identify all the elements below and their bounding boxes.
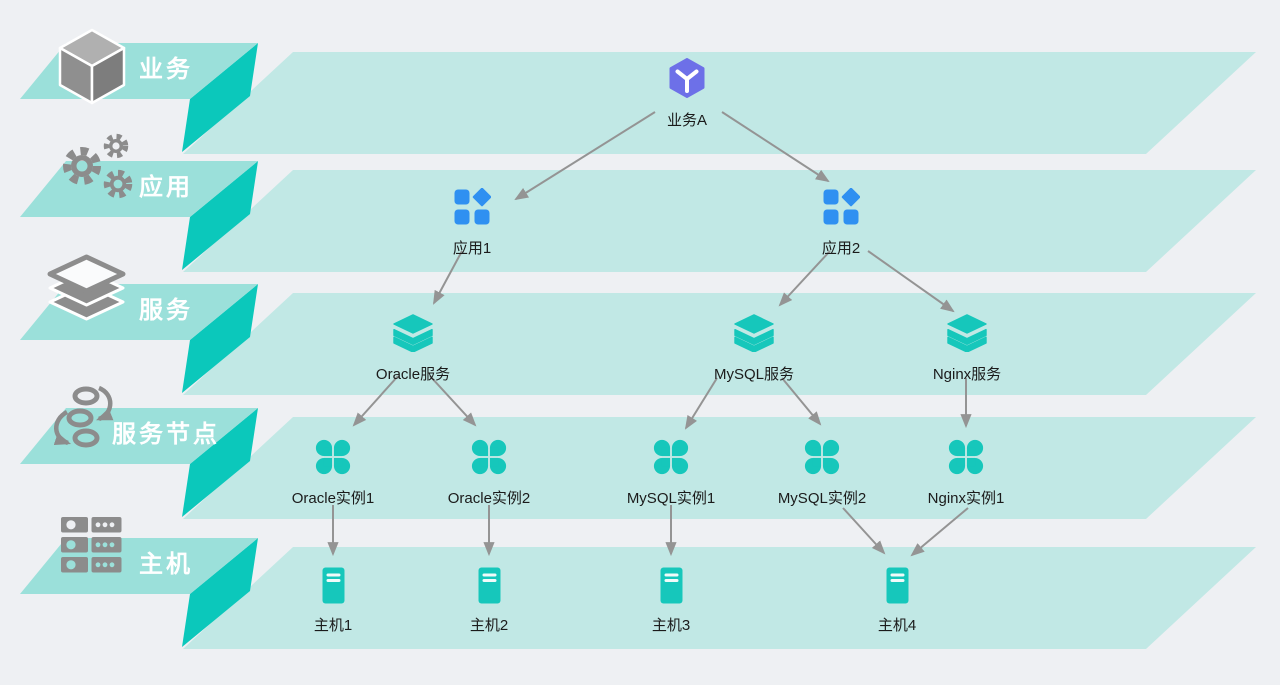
gears-icon [63,133,133,199]
node-label: 业务A [666,112,707,129]
edge-inst-mysql-2-host-4 [842,507,886,555]
server-rack-icon [61,517,122,573]
stack-icon [733,314,775,352]
node-host-3[interactable]: 主机3 [601,567,741,635]
node-host-1[interactable]: 主机1 [263,567,403,635]
node-label: MySQL实例2 [777,490,867,507]
app-grid-icon [822,188,860,226]
stack-icon [392,314,434,352]
clover-icon [314,438,352,476]
node-host-2[interactable]: 主机2 [419,567,559,635]
node-svc-mysql[interactable]: MySQL服务 [684,314,824,384]
layer-band-service-node [20,408,1256,519]
node-label: 主机2 [469,617,509,634]
node-inst-mysql-1[interactable]: MySQL实例1 [601,438,741,508]
node-label: 应用2 [821,240,861,257]
edge-app-2-svc-mysql [778,250,831,307]
node-label: 主机1 [313,617,353,634]
edge-inst-nginx-1-host-4 [910,507,969,557]
edge-svc-oracle-inst-oracle-1 [352,375,399,427]
tower-server-icon [478,567,501,604]
cube-icon [58,28,126,105]
tower-server-icon [660,567,683,604]
edge-svc-oracle-inst-oracle-2 [429,375,477,427]
node-label: Oracle实例1 [291,490,375,507]
node-label: Nginx服务 [932,366,1002,383]
workflow-icon [53,385,114,448]
edge-biz-a-app-2 [721,111,830,183]
tower-server-icon [322,567,345,604]
layers-icon [47,254,126,321]
node-svc-nginx[interactable]: Nginx服务 [897,314,1037,384]
edge-svc-mysql-inst-mysql-1 [684,377,718,430]
node-inst-nginx-1[interactable]: Nginx实例1 [896,438,1036,508]
clover-icon [947,438,985,476]
node-label: MySQL服务 [713,366,794,383]
clover-icon [652,438,690,476]
node-label: 主机3 [651,617,691,634]
edge-app-2-svc-nginx [867,250,955,313]
stack-icon [946,314,988,352]
node-inst-oracle-1[interactable]: Oracle实例1 [263,438,403,508]
node-svc-oracle[interactable]: Oracle服务 [343,314,483,384]
node-label: Oracle服务 [375,366,451,383]
node-label: 应用1 [452,240,492,257]
clover-icon [470,438,508,476]
node-inst-oracle-2[interactable]: Oracle实例2 [419,438,559,508]
node-label: MySQL实例1 [626,490,716,507]
node-app-2[interactable]: 应用2 [771,188,911,258]
node-biz-a[interactable]: 业务A [617,58,757,130]
node-label: Nginx实例1 [927,490,1005,507]
node-app-1[interactable]: 应用1 [402,188,542,258]
tower-server-icon [886,567,909,604]
edges [327,111,972,557]
edge-app-1-svc-oracle [433,250,463,305]
layer-band-application [20,161,1256,272]
node-inst-mysql-2[interactable]: MySQL实例2 [752,438,892,508]
edge-svc-mysql-inst-mysql-2 [781,377,822,426]
edge-biz-a-app-1 [514,111,656,201]
node-host-4[interactable]: 主机4 [827,567,967,635]
app-grid-icon [453,188,491,226]
node-label: 主机4 [877,617,917,634]
node-label: Oracle实例2 [447,490,531,507]
clover-icon [803,438,841,476]
layer-band-service [20,284,1256,395]
hexagon-cube-icon [669,58,705,98]
